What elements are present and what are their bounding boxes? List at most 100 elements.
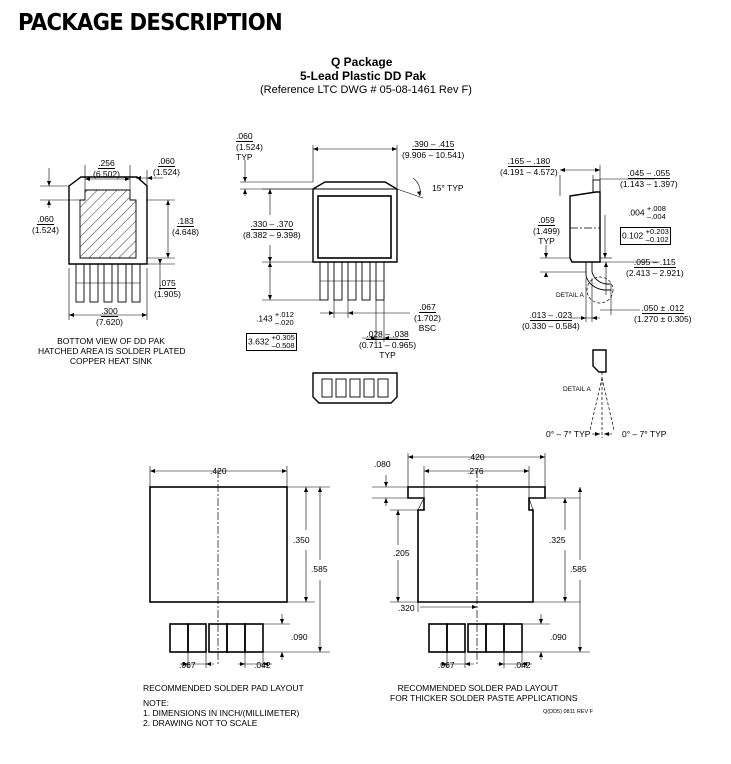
bottom-tab-dim: .060 (1.524) [153, 156, 180, 177]
tol-minus: –0.508 [271, 341, 295, 350]
angle-right: 0° – 7° TYP [622, 429, 667, 439]
side-t-mm-dim: 0.102 +0.203–0.102 [620, 227, 671, 245]
pad2-h2: .585 [570, 564, 587, 574]
caption-line: COPPER HEAT SINK [69, 356, 153, 366]
side-f-in: .095 – .115 [633, 257, 676, 268]
tol-minus: –0.102 [645, 235, 669, 244]
pad2-lead-h: .090 [550, 632, 567, 642]
page-heading: PACKAGE DESCRIPTION [18, 10, 283, 36]
side-lt-in: .013 – .023 [529, 310, 573, 321]
side-t-mm: 0.102 [622, 230, 644, 241]
bottom-view [40, 165, 175, 320]
pad2-h1: .325 [549, 535, 566, 545]
top-view-leads [319, 261, 385, 301]
bottom-view-leads [75, 263, 141, 303]
pad2-width: .420 [468, 452, 485, 462]
side-t-in: .004 [628, 207, 645, 218]
top-width-in: .390 – .415 [411, 139, 455, 150]
side-t-mm-tol: +0.203–0.102 [646, 228, 669, 244]
note-2: 2. DRAWING NOT TO SCALE [143, 718, 258, 728]
top-lw-note: TYP [379, 350, 396, 360]
side-height-dim: .165 – .180 (4.191 – 4.572) [500, 156, 558, 177]
angle-left: 0° – 7° TYP [546, 429, 591, 439]
bottom-width-dim: .256 (6.502) [93, 158, 120, 179]
tol-minus: –.020 [274, 318, 294, 327]
top-lw-mm: (0.711 – 0.965) [359, 340, 417, 350]
pad1-lead-w: .042 [254, 660, 271, 670]
pad2-left: .205 [393, 548, 410, 558]
top-lead-mm-dim: 3.632 +0.305–0.508 [246, 333, 297, 351]
side-height-in: .165 – .180 [507, 156, 551, 167]
bottom-tab-in: .060 [158, 156, 175, 167]
side-ll-mm: (1.270 ± 0.305) [634, 314, 692, 324]
pad1-pitch: .067 [179, 660, 196, 670]
detail-a-title: DETAIL A [563, 386, 591, 393]
tol-plus: +.012 [274, 310, 294, 319]
tol-plus: +0.305 [271, 333, 295, 342]
bottom-left-dim: .060 (1.524) [32, 214, 59, 235]
top-tab-in: .060 [236, 131, 253, 142]
pad1-h2: .585 [311, 564, 328, 574]
pad1-h1: .350 [293, 535, 310, 545]
bottom-lead-in: .075 [159, 278, 176, 289]
top-lead-mm-tol: +0.305–0.508 [272, 334, 295, 350]
bottom-left-in: .060 [37, 214, 54, 225]
top-lead-dim: .143 +.012–.020 [256, 311, 294, 327]
bottom-width-mm: (6.502) [93, 169, 120, 179]
caption-line: FOR THICKER SOLDER PASTE APPLICATIONS [390, 693, 578, 703]
bottom-view-caption: BOTTOM VIEW OF DD PAK HATCHED AREA IS SO… [38, 336, 186, 366]
package-reference: (Reference LTC DWG # 05-08-1461 Rev F) [260, 84, 472, 96]
pad2-caption: RECOMMENDED SOLDER PAD LAYOUT FOR THICKE… [390, 683, 578, 703]
top-angle: 15° TYP [432, 183, 464, 193]
bottom-span-in: .300 [101, 306, 118, 317]
top-body-in: .330 – .370 [250, 219, 294, 230]
side-tab-in: .045 – .055 [627, 168, 671, 179]
side-lt-mm: (0.330 – 0.584) [522, 321, 580, 331]
top-body-dim: .330 – .370 (8.382 – 9.398) [243, 219, 301, 240]
pad1-caption: RECOMMENDED SOLDER PAD LAYOUT [143, 683, 304, 693]
caption-line: RECOMMENDED SOLDER PAD LAYOUT [397, 683, 559, 693]
bottom-height-mm: (4.648) [172, 227, 199, 237]
top-lead-mm: 3.632 [248, 336, 270, 347]
pad-layout-2-pads [428, 623, 523, 653]
bottom-height-in: .183 [177, 216, 194, 227]
pad2-bottom: .320 [398, 603, 415, 613]
top-tab-dim: .060 (1.524) TYP [236, 131, 263, 162]
package-name: Q Package [331, 55, 393, 69]
tol-minus: –.004 [646, 212, 666, 221]
top-pitch-note: BSC [418, 323, 437, 333]
caption-line: HATCHED AREA IS SOLDER PLATED [38, 346, 186, 356]
side-f-dim: .095 – .115 (2.413 – 2.921) [626, 257, 684, 278]
tol-plus: +0.203 [645, 227, 669, 236]
bottom-span-dim: .300 (7.620) [96, 306, 123, 327]
detail-a-label: DETAIL A [556, 292, 584, 299]
top-pitch-in: .067 [419, 302, 436, 313]
side-s-in: .059 [538, 215, 555, 226]
bottom-tab-mm: (1.524) [153, 167, 180, 177]
pad-layout-1 [149, 466, 330, 668]
side-s-note: TYP [538, 236, 555, 246]
pad2-inner: .276 [467, 466, 484, 476]
pad-layout-2 [372, 453, 590, 668]
bottom-height-dim: .183 (4.648) [172, 216, 199, 237]
package-type: 5-Lead Plastic DD Pak [300, 69, 427, 83]
side-s-dim: .059 (1.499) TYP [533, 215, 560, 246]
notes: NOTE: 1. DIMENSIONS IN INCH/(MILLIMETER)… [143, 698, 299, 728]
top-lead-in: .143 [256, 313, 273, 324]
side-t-tol: +.008–.004 [647, 205, 666, 221]
top-view [240, 145, 424, 404]
side-lt-dim: .013 – .023 (0.330 – 0.584) [522, 310, 580, 331]
pad2-lead-w: .042 [514, 660, 531, 670]
revision-stamp: Q(DD5) 0811 REV F [543, 709, 594, 715]
top-tab-note: TYP [236, 152, 253, 162]
top-pitch-mm: (1.702) [414, 313, 441, 323]
bottom-width-in: .256 [98, 158, 115, 169]
top-lead-tol: +.012–.020 [275, 311, 294, 327]
pad1-width: .420 [210, 466, 227, 476]
side-t-dim: .004 +.008–.004 [628, 205, 666, 221]
pad1-lead-h: .090 [291, 632, 308, 642]
bottom-span-mm: (7.620) [96, 317, 123, 327]
top-lw-dim: .028 – .038 (0.711 – 0.965) TYP [359, 329, 416, 360]
side-height-mm: (4.191 – 4.572) [500, 167, 558, 177]
